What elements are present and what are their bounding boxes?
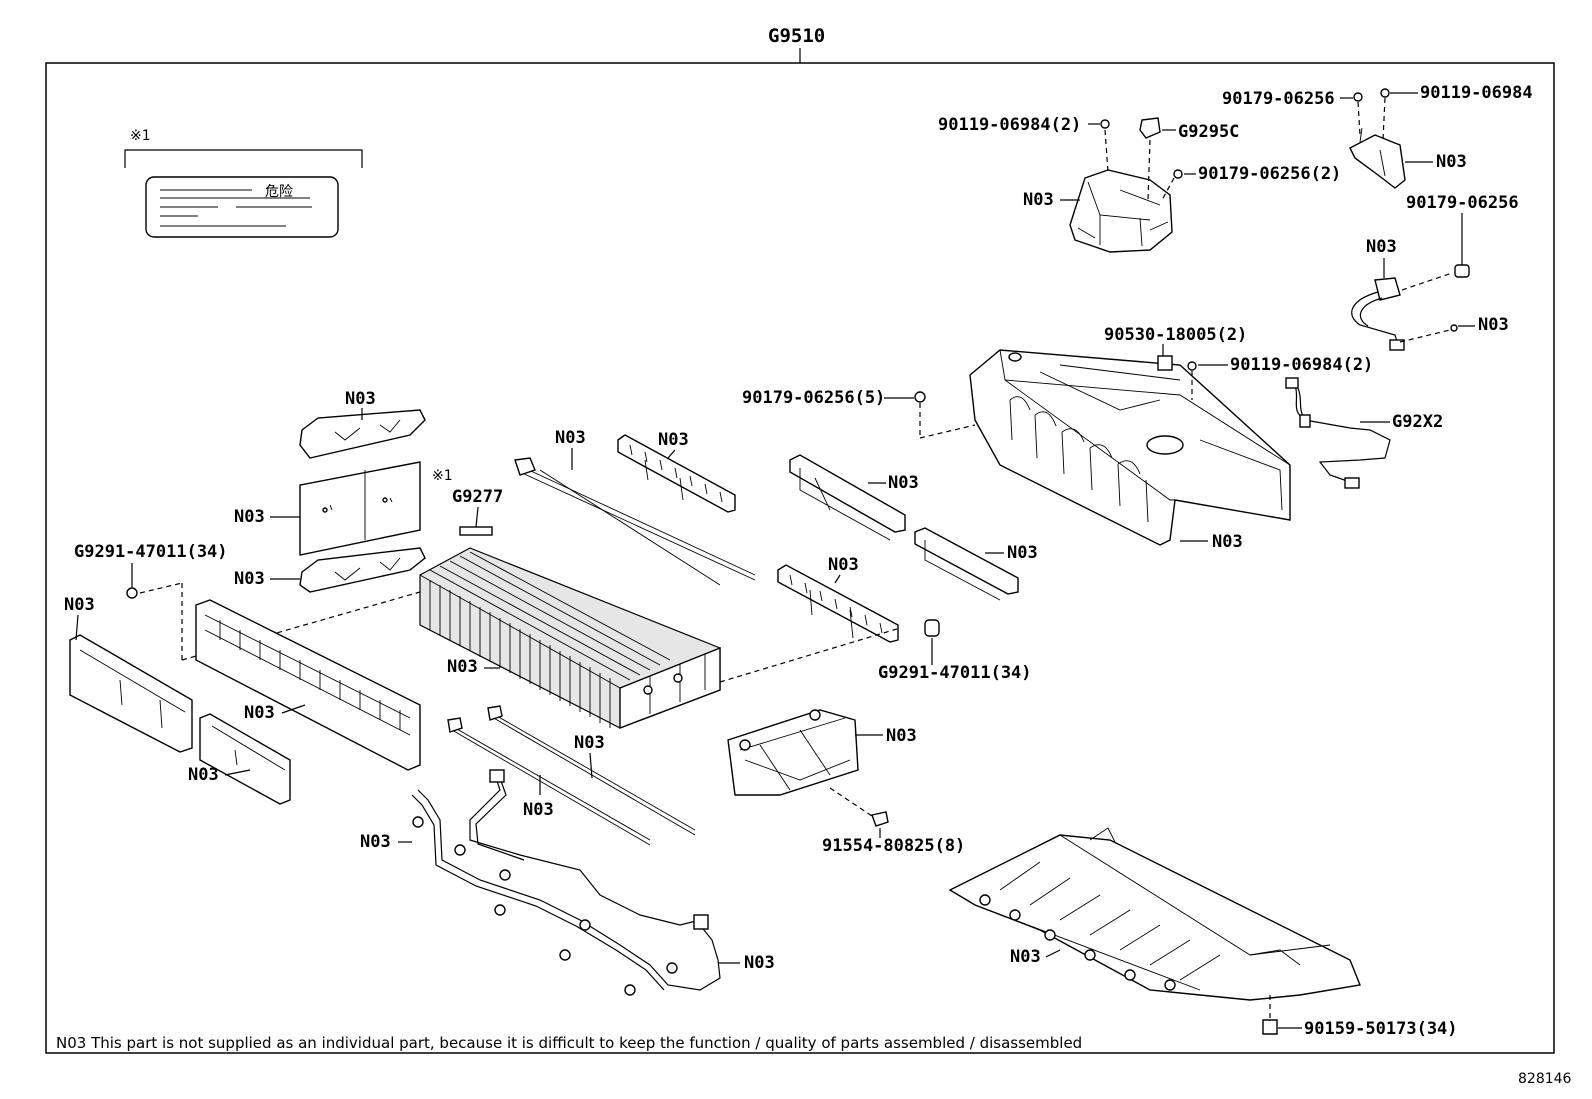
label-g9291-47011-right: G9291-47011(34) bbox=[878, 663, 1032, 683]
side-cover-long bbox=[69, 634, 193, 753]
label-n03-relay2: N03 bbox=[1478, 315, 1509, 335]
label-n03-junction: N03 bbox=[886, 726, 917, 746]
warning-label-marker: ※1 bbox=[130, 128, 151, 144]
label-n03-ecu: N03 bbox=[1023, 190, 1054, 210]
relay-harness bbox=[1351, 272, 1453, 351]
label-g92x2: G92X2 bbox=[1392, 412, 1443, 432]
battery-module-stack bbox=[419, 547, 721, 730]
tie-rod-upper bbox=[514, 457, 756, 586]
label-n03-duct-a: N03 bbox=[888, 473, 919, 493]
duct-rail-b bbox=[914, 527, 1019, 601]
label-90159-50173-34: 90159-50173(34) bbox=[1304, 1019, 1458, 1039]
lower-battery-tray bbox=[948, 827, 1361, 1001]
label-n03-case: N03 bbox=[1212, 532, 1243, 552]
label-n03-module: N03 bbox=[447, 657, 478, 677]
label-g9291-47011-left: G9291-47011(34) bbox=[74, 542, 228, 562]
label-n03-busbar-a: N03 bbox=[658, 430, 689, 450]
side-busbar-holder bbox=[195, 599, 421, 771]
label-g9277: G9277 bbox=[452, 487, 503, 507]
junction-bracket bbox=[727, 709, 859, 796]
label-g9295c: G9295C bbox=[1178, 122, 1239, 142]
label-90530-18005-2: 90530-18005(2) bbox=[1104, 325, 1247, 345]
label-n03-plate-mid: N03 bbox=[234, 507, 265, 527]
label-n03-rod-upper: N03 bbox=[555, 428, 586, 448]
end-plate-mid bbox=[299, 461, 421, 556]
label-n03-rod-lower: N03 bbox=[574, 733, 605, 753]
label-n03-harness: N03 bbox=[360, 832, 391, 852]
label-n03-side-cover-short: N03 bbox=[188, 765, 219, 785]
assembly-code: G9510 bbox=[768, 25, 825, 47]
label-90179-06256-right: 90179-06256 bbox=[1406, 193, 1519, 213]
wire-harness-bottom bbox=[411, 769, 721, 996]
footnote: N03 This part is not supplied as an indi… bbox=[56, 1034, 1082, 1052]
label-n03-busbar-b: N03 bbox=[828, 555, 859, 575]
tie-rod-lower bbox=[447, 705, 696, 846]
busbar-holder-a bbox=[617, 434, 736, 513]
upper-battery-case bbox=[969, 349, 1291, 546]
ecu-cover bbox=[1069, 169, 1173, 253]
diagram-id: 828146 bbox=[1518, 1071, 1572, 1087]
label-n03-tray: N03 bbox=[1010, 947, 1041, 967]
label-n03-side-cover: N03 bbox=[64, 595, 95, 615]
warning-label: ※1 危险 bbox=[124, 128, 363, 238]
diagram-frame bbox=[45, 62, 1555, 1054]
label-n03-duct-b: N03 bbox=[1007, 543, 1038, 563]
label-90119-06984-top: 90119-06984 bbox=[1420, 83, 1533, 103]
label-90179-06256-5: 90179-06256(5) bbox=[742, 388, 885, 408]
relay-bracket bbox=[1349, 127, 1406, 189]
label-n03-rod-lower2: N03 bbox=[523, 800, 554, 820]
label-n03-bracket: N03 bbox=[1436, 152, 1467, 172]
side-cover-short bbox=[199, 713, 291, 805]
label-marker-1: ※1 bbox=[432, 468, 453, 484]
label-n03-plate-top: N03 bbox=[345, 389, 376, 409]
label-n03-relay: N03 bbox=[1366, 237, 1397, 257]
label-90119-06984-2b: 90119-06984(2) bbox=[1230, 355, 1373, 375]
label-n03-plate-bottom: N03 bbox=[234, 569, 265, 589]
end-plate-bottom bbox=[299, 547, 426, 593]
label-n03-side-busbar: N03 bbox=[244, 703, 275, 723]
end-plate-top bbox=[299, 409, 426, 459]
busbar-holder-b bbox=[777, 564, 899, 643]
warning-label-text: 危险 bbox=[265, 184, 293, 200]
label-90179-06256-top: 90179-06256 bbox=[1222, 89, 1335, 109]
label-90179-06256-2: 90179-06256(2) bbox=[1198, 164, 1341, 184]
label-90119-06984-2a: 90119-06984(2) bbox=[938, 115, 1081, 135]
duct-rail-a bbox=[789, 454, 906, 541]
label-91554-80825-8: 91554-80825(8) bbox=[822, 836, 965, 856]
wire-harness-g92x2 bbox=[1285, 377, 1391, 489]
label-n03-harness2: N03 bbox=[744, 953, 775, 973]
